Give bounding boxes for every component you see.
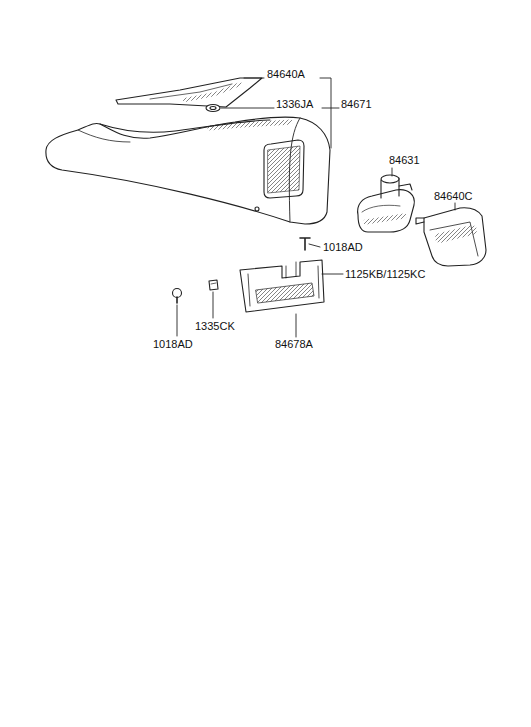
leader-line	[221, 108, 274, 109]
part-number: 84631	[388, 154, 421, 166]
part-number: 84640C	[433, 190, 474, 202]
console-top-cover	[185, 84, 240, 100]
grommet	[206, 105, 220, 112]
leader-line	[177, 305, 178, 336]
screw	[300, 238, 310, 250]
console-body	[46, 117, 330, 224]
side-cover	[416, 218, 424, 224]
part-number: 1336JA	[275, 98, 314, 110]
console-body	[46, 117, 330, 224]
holder-bracket	[399, 184, 412, 190]
clip-nut	[209, 280, 218, 290]
mounting-bracket	[240, 260, 324, 312]
part-number: 1018AD	[152, 338, 194, 350]
screw	[176, 297, 178, 303]
leader-line	[244, 78, 264, 79]
side-cover	[440, 230, 472, 238]
part-number: 84678A	[274, 338, 314, 350]
part-number: 1335CK	[194, 320, 236, 332]
leader-line	[322, 108, 339, 109]
mounting-bracket	[286, 262, 296, 278]
console-body	[255, 207, 259, 211]
part-number: 1018AD	[322, 241, 364, 253]
mounting-bracket	[256, 283, 314, 303]
side-cover	[430, 222, 478, 256]
console-body	[264, 140, 304, 198]
grommet	[206, 105, 220, 112]
holder-bracket	[362, 205, 400, 212]
console-top-cover	[116, 78, 262, 107]
screw	[173, 289, 182, 298]
console-top-cover	[116, 78, 262, 107]
mounting-bracket	[240, 260, 324, 312]
grommet	[210, 107, 216, 110]
holder-bracket	[358, 190, 415, 232]
side-cover	[424, 208, 486, 266]
mounting-bracket	[248, 266, 319, 306]
holder-bracket	[358, 175, 415, 232]
holder-bracket	[381, 175, 399, 183]
leader-line	[320, 78, 331, 148]
console-body	[268, 146, 300, 193]
part-number: 84640A	[266, 68, 306, 80]
part-number: 1125KB/1125KC	[344, 268, 426, 280]
leader-line	[392, 168, 393, 176]
leader-line	[213, 292, 214, 318]
leader-line	[322, 274, 343, 275]
clip-nut	[211, 283, 216, 284]
clip-nut	[209, 280, 218, 290]
side-cover	[416, 208, 486, 266]
console-body	[78, 130, 130, 142]
leader-line	[177, 78, 455, 337]
leader-line	[309, 244, 320, 247]
holder-bracket	[366, 216, 404, 222]
leader-line	[455, 203, 456, 210]
leader-line	[296, 314, 297, 337]
part-number: 84671	[340, 98, 373, 110]
console-body	[210, 122, 290, 128]
